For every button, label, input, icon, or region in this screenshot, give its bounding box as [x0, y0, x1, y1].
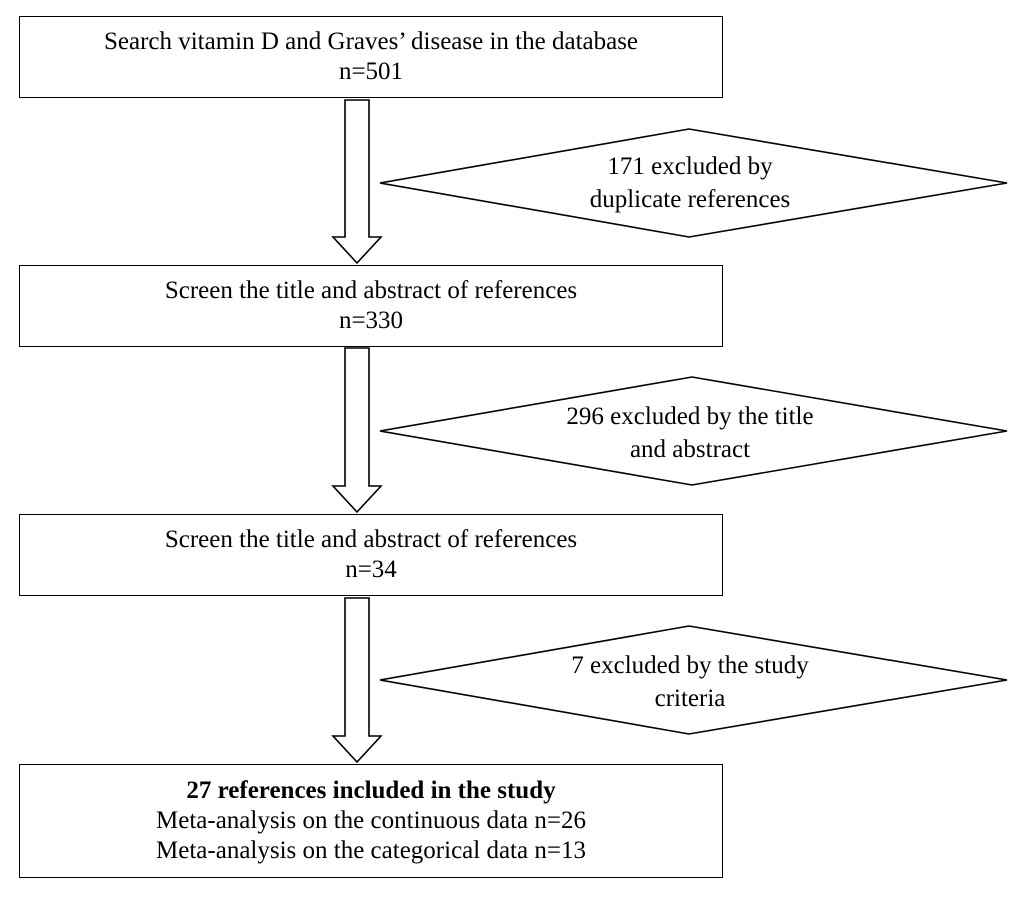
screen-box-1: Screen the title and abstract of referen…	[19, 265, 723, 347]
criteria-exclusion-line2: criteria	[654, 685, 726, 712]
search-box-count: n=501	[338, 58, 404, 85]
criteria-exclusion-text: 7 excluded by the study criteria	[520, 647, 860, 717]
screen-box-2-text: Screen the title and abstract of referen…	[164, 526, 578, 553]
title-abstract-exclusion-line1: 296 excluded by the title	[566, 403, 814, 430]
search-box: Search vitamin D and Graves’ disease in …	[19, 16, 723, 98]
included-box-categorical: Meta-analysis on the categorical data n=…	[156, 837, 586, 864]
duplicates-exclusion-text: 171 excluded by duplicate references	[520, 148, 860, 218]
criteria-exclusion-line1: 7 excluded by the study	[571, 652, 809, 679]
title-abstract-exclusion-line2: and abstract	[629, 436, 751, 463]
included-box-title: 27 references included in the study	[186, 777, 556, 804]
screen-box-2-count: n=34	[345, 556, 397, 583]
included-box: 27 references included in the study Meta…	[19, 764, 723, 878]
duplicates-exclusion-line2: duplicate references	[589, 186, 791, 213]
screen-box-2: Screen the title and abstract of referen…	[19, 514, 723, 596]
screen-box-1-text: Screen the title and abstract of referen…	[164, 277, 578, 304]
arrow-screen1-to-screen2	[331, 347, 383, 514]
title-abstract-exclusion-text: 296 excluded by the title and abstract	[520, 398, 860, 468]
arrow-search-to-screen1	[331, 99, 383, 265]
diamond-criteria	[379, 625, 1008, 735]
duplicates-exclusion-line1: 171 excluded by	[607, 153, 773, 180]
search-box-text: Search vitamin D and Graves’ disease in …	[103, 28, 639, 55]
diamond-title-abstract	[379, 376, 1008, 486]
screen-box-1-count: n=330	[338, 307, 404, 334]
arrow-screen2-to-included	[331, 597, 383, 764]
diamond-duplicates	[379, 128, 1008, 238]
included-box-continuous: Meta-analysis on the continuous data n=2…	[156, 807, 586, 834]
